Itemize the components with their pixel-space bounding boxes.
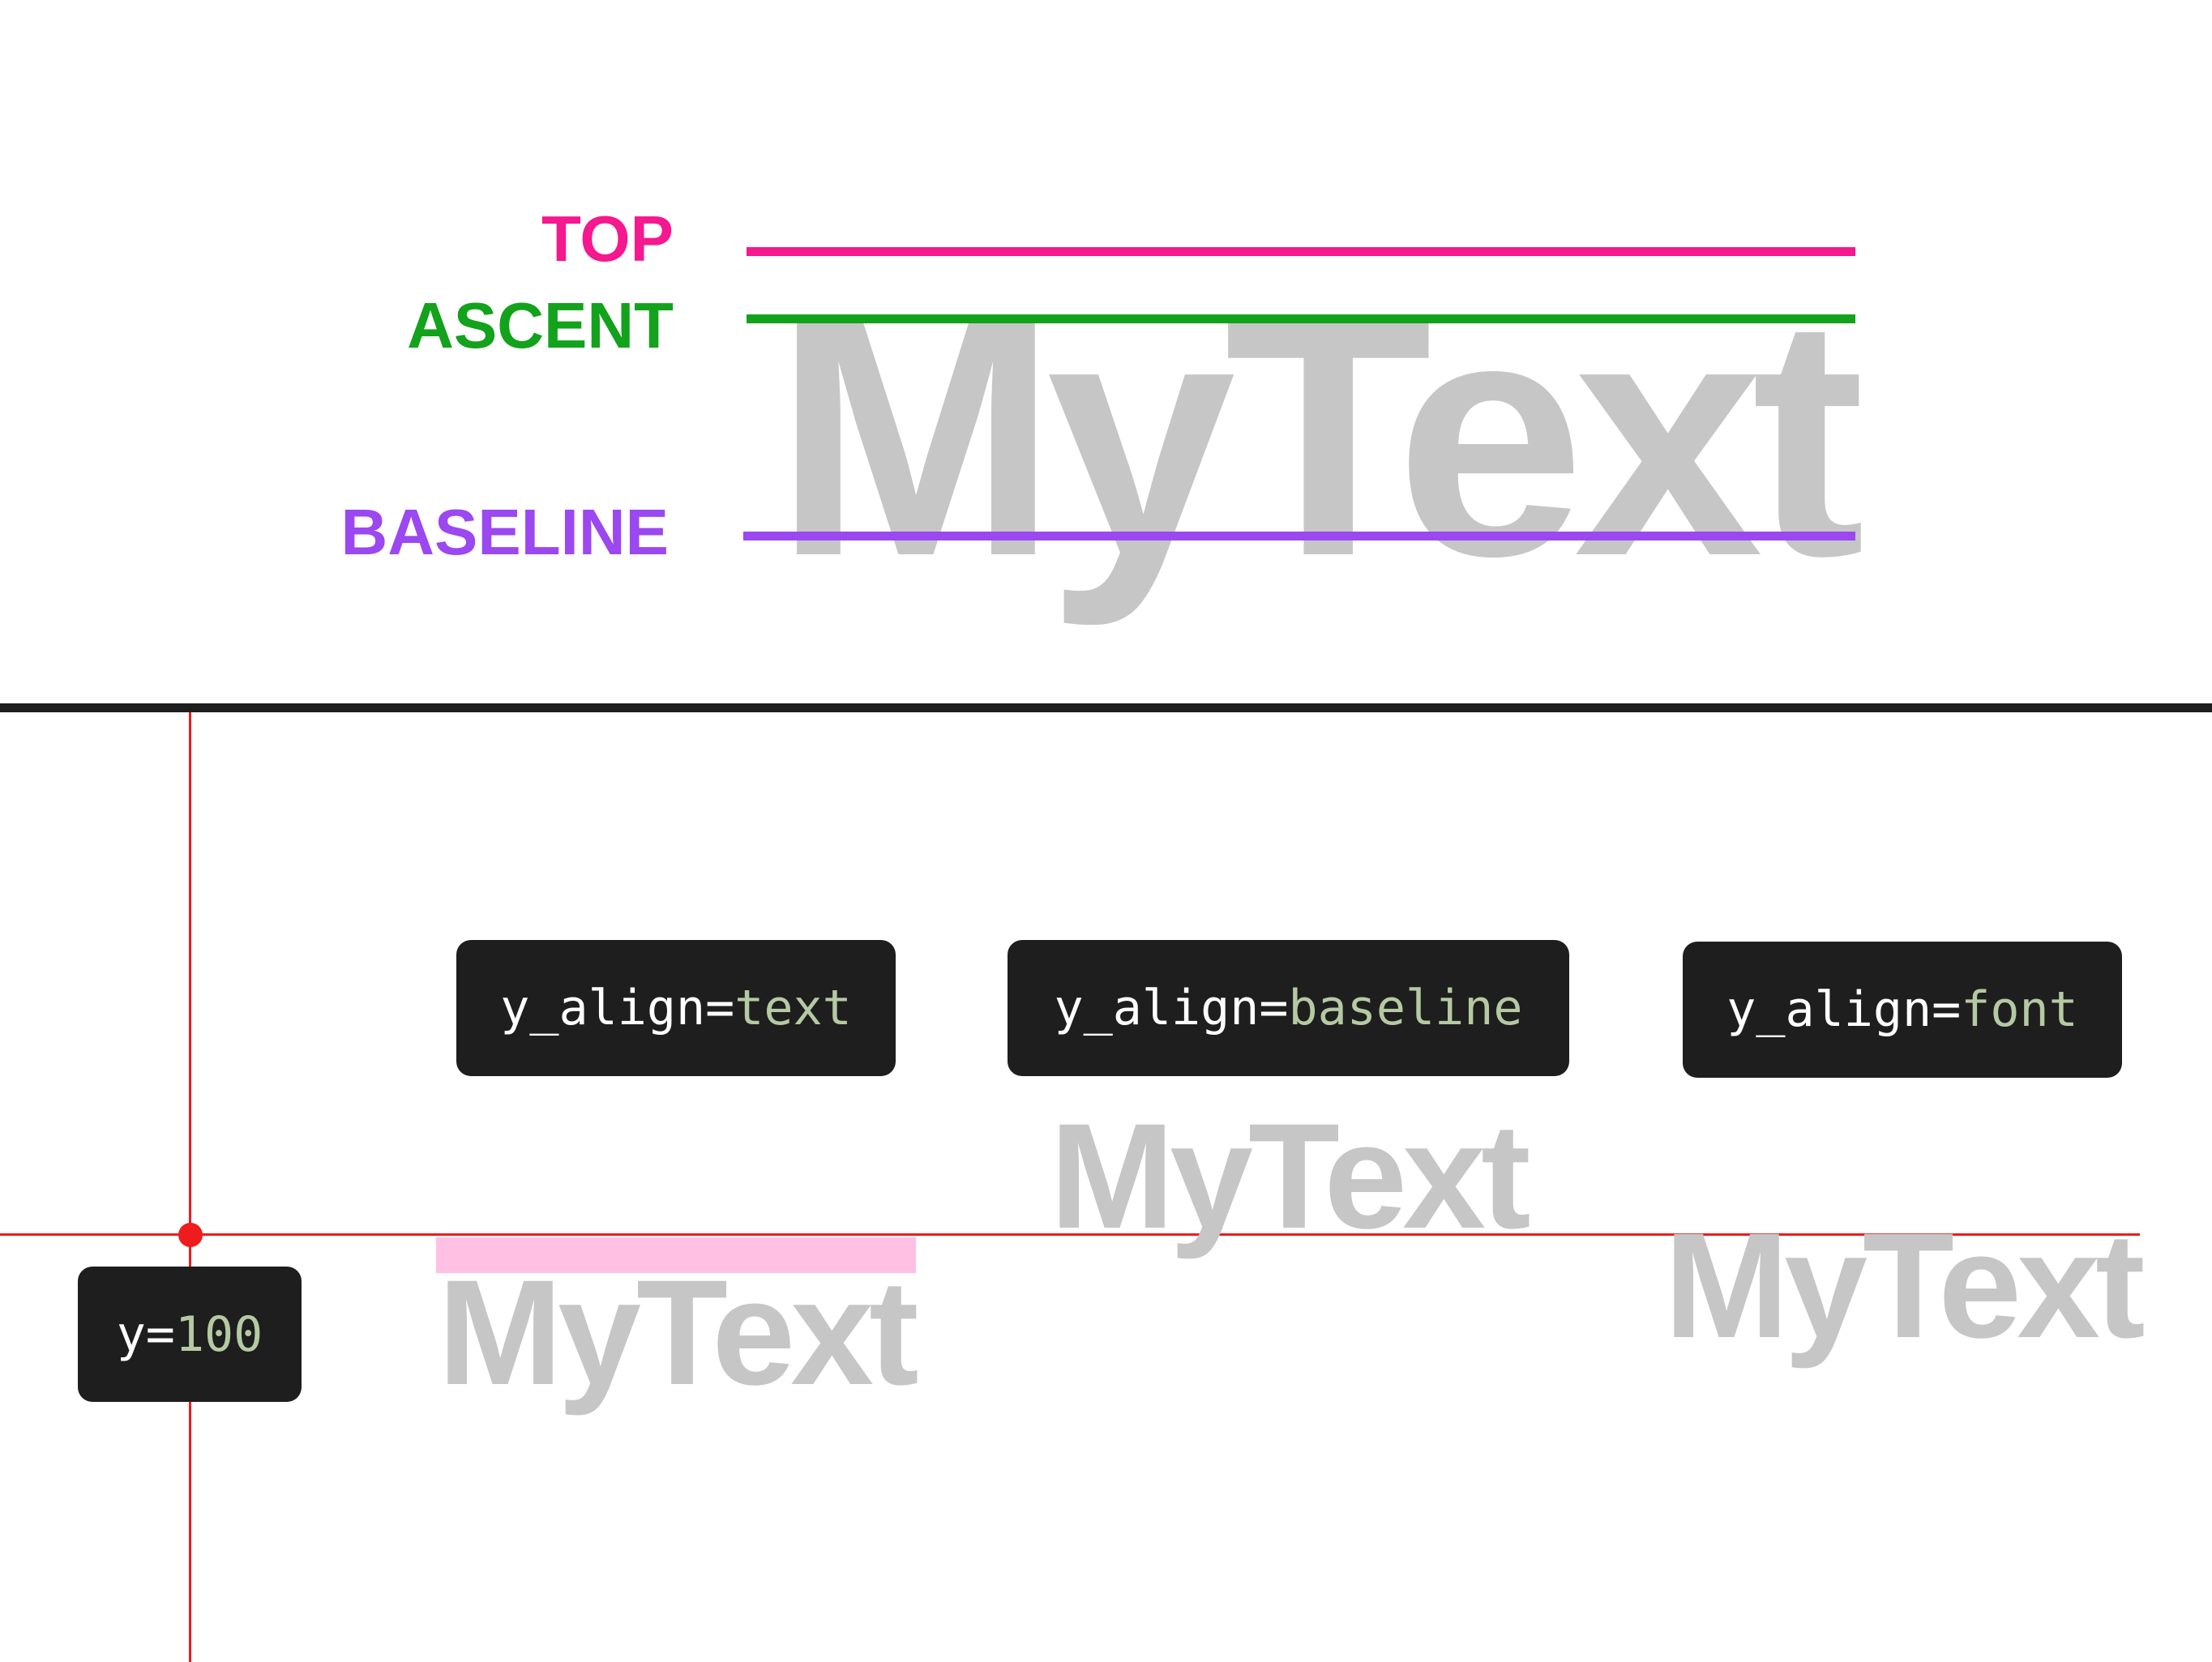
code-key: y_align= bbox=[1726, 981, 1962, 1038]
horizontal-guide-line bbox=[0, 1233, 2140, 1236]
top-label: TOP bbox=[541, 203, 674, 275]
code-box-font: y_align=font bbox=[1683, 942, 2122, 1078]
code-value: baseline bbox=[1288, 980, 1523, 1036]
text-align-highlight bbox=[436, 1237, 916, 1273]
metrics-sample-text: MyText bbox=[774, 247, 1865, 627]
code-key: y_align= bbox=[1054, 980, 1289, 1036]
anchor-point bbox=[178, 1223, 203, 1247]
baseline-label: BASELINE bbox=[340, 496, 670, 568]
y-key: y= bbox=[116, 1305, 175, 1363]
code-value: font bbox=[1961, 981, 2078, 1038]
ascent-line bbox=[747, 314, 1855, 323]
y-value-box: y=100 bbox=[78, 1267, 302, 1402]
code-box-text: y_align=text bbox=[456, 940, 896, 1076]
baseline-line bbox=[743, 532, 1855, 540]
top-line bbox=[747, 247, 1855, 256]
y-value: 100 bbox=[174, 1305, 263, 1363]
sample-text-baseline-align: MyText bbox=[1050, 1093, 1531, 1260]
sample-text-text-align: MyText bbox=[438, 1250, 919, 1416]
vertical-guide-line bbox=[189, 712, 191, 1662]
section-divider bbox=[0, 703, 2212, 712]
ascent-label: ASCENT bbox=[407, 289, 674, 361]
code-key: y_align= bbox=[500, 980, 735, 1036]
code-box-baseline: y_align=baseline bbox=[1008, 940, 1569, 1076]
code-value: text bbox=[734, 980, 852, 1036]
sample-text-font-align: MyText bbox=[1664, 1203, 2146, 1369]
